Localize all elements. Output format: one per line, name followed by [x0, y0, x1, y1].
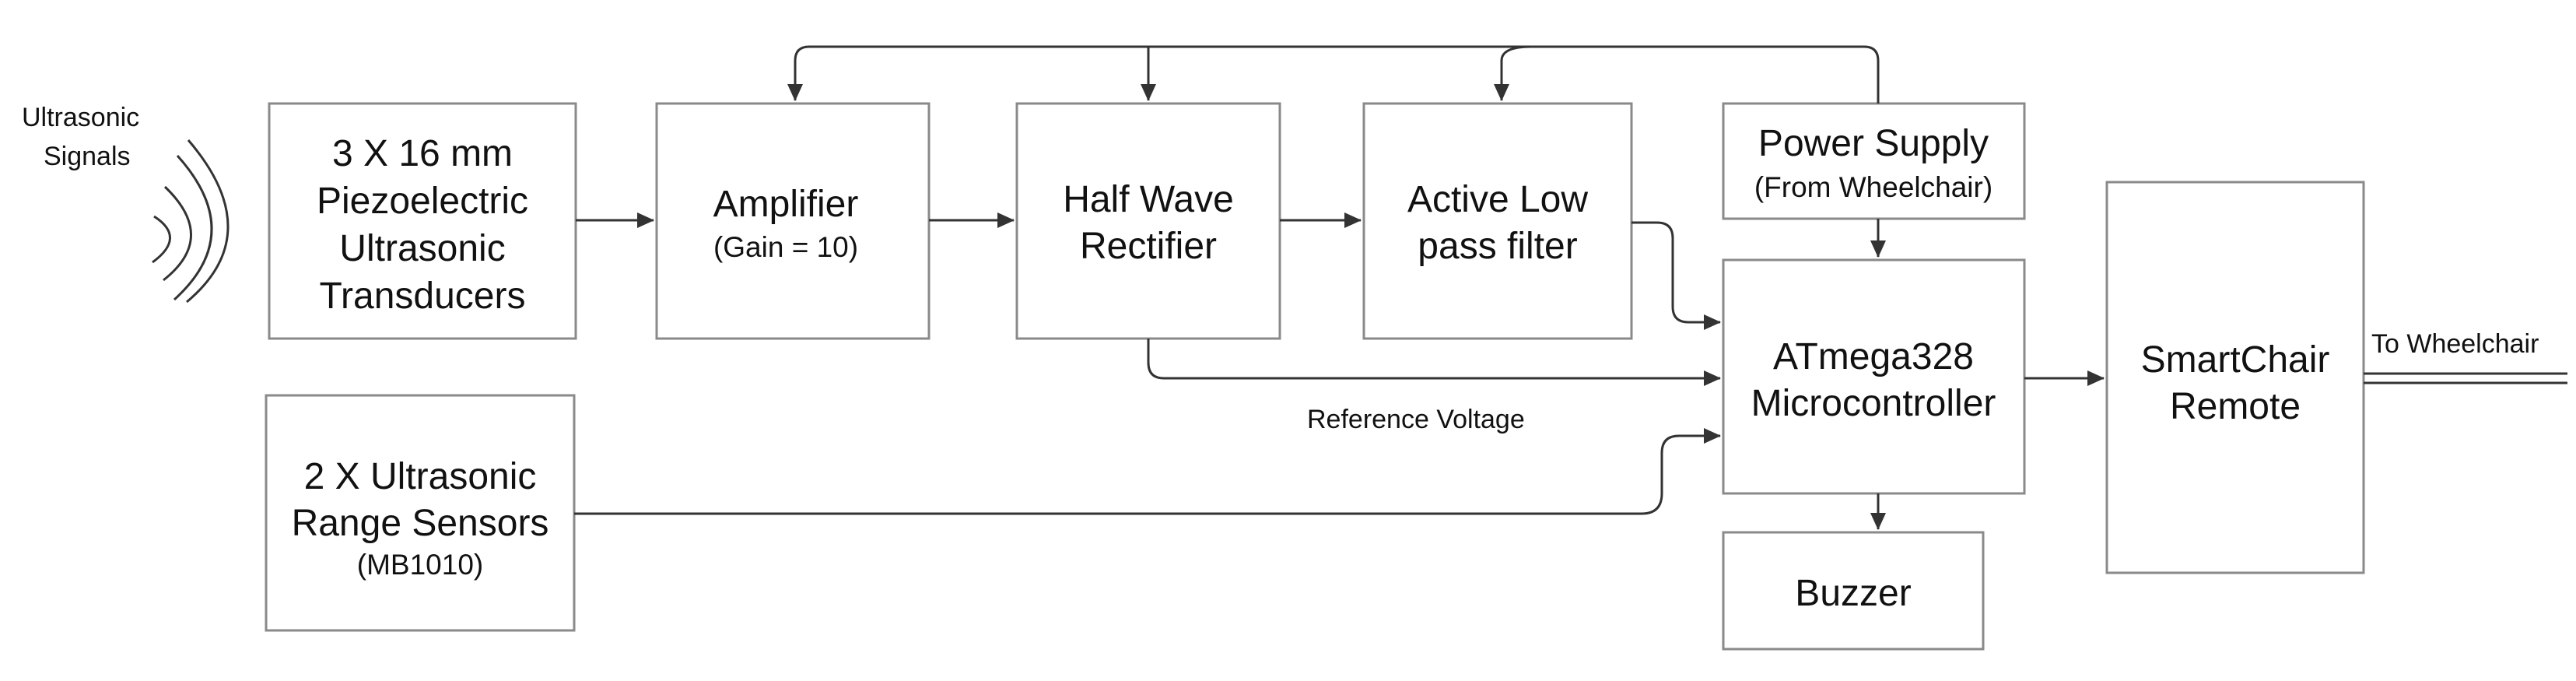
range-sensors-line-1: 2 X Ultrasonic [304, 456, 537, 497]
reference-voltage-label: Reference Voltage [1307, 405, 1525, 434]
power-bus-to-filter-arrow [1494, 45, 1532, 101]
signal-waves-icon [152, 139, 230, 304]
range-sensors-block: 2 X Ultrasonic Range Sensors (MB1010) [265, 394, 576, 632]
buzzer-title: Buzzer [1795, 573, 1911, 614]
power-bus-to-amplifier-arrow [787, 45, 1880, 104]
power-supply-block: Power Supply (From Wheelchair) [1722, 102, 2026, 220]
range-sensors-line-2: Range Sensors [292, 503, 549, 544]
range-sensors-to-microcontroller-arrow [574, 428, 1721, 515]
ultrasonic-signals-line-2: Signals [44, 142, 131, 171]
transducers-line-1: 3 X 16 mm [332, 133, 513, 174]
rectifier-line-2: Rectifier [1080, 226, 1217, 267]
rectifier-line-1: Half Wave [1063, 179, 1234, 220]
power-supply-title: Power Supply [1758, 123, 1989, 164]
rectifier-block: Half Wave Rectifier [1015, 102, 1281, 340]
power-supply-subtitle: (From Wheelchair) [1754, 171, 1992, 203]
microcontroller-line-2: Microcontroller [1751, 383, 1996, 424]
ultrasonic-signals-label: Ultrasonic Signals [22, 103, 139, 171]
microcontroller-line-1: ATmega328 [1773, 336, 1974, 377]
amplifier-subtitle: (Gain = 10) [713, 231, 858, 263]
amplifier-block: Amplifier (Gain = 10) [655, 102, 931, 340]
microcontroller-block: ATmega328 Microcontroller [1722, 258, 2026, 495]
filter-line-1: Active Low [1407, 179, 1588, 220]
transducers-line-2: Piezoelectric [317, 181, 528, 222]
remote-line-1: SmartChair [2141, 339, 2330, 381]
transducers-block: 3 X 16 mm Piezoelectric Ultrasonic Trans… [268, 102, 577, 340]
transducers-line-3: Ultrasonic [339, 228, 505, 269]
range-sensors-subtitle: (MB1010) [357, 549, 483, 581]
remote-block: SmartChair Remote [2105, 181, 2365, 574]
reference-voltage-arrow [1147, 339, 1721, 386]
amplifier-title: Amplifier [713, 184, 859, 225]
transducers-line-4: Transducers [320, 276, 526, 317]
buzzer-block: Buzzer [1722, 531, 1985, 651]
connections [574, 45, 2567, 530]
to-wheelchair-label: To Wheelchair [2371, 329, 2539, 359]
filter-line-2: pass filter [1418, 226, 1577, 267]
remote-line-2: Remote [2170, 386, 2301, 427]
filter-to-microcontroller-arrow [1631, 221, 1721, 330]
ultrasonic-signals-line-1: Ultrasonic [22, 103, 139, 132]
filter-block: Active Low pass filter [1362, 102, 1633, 340]
